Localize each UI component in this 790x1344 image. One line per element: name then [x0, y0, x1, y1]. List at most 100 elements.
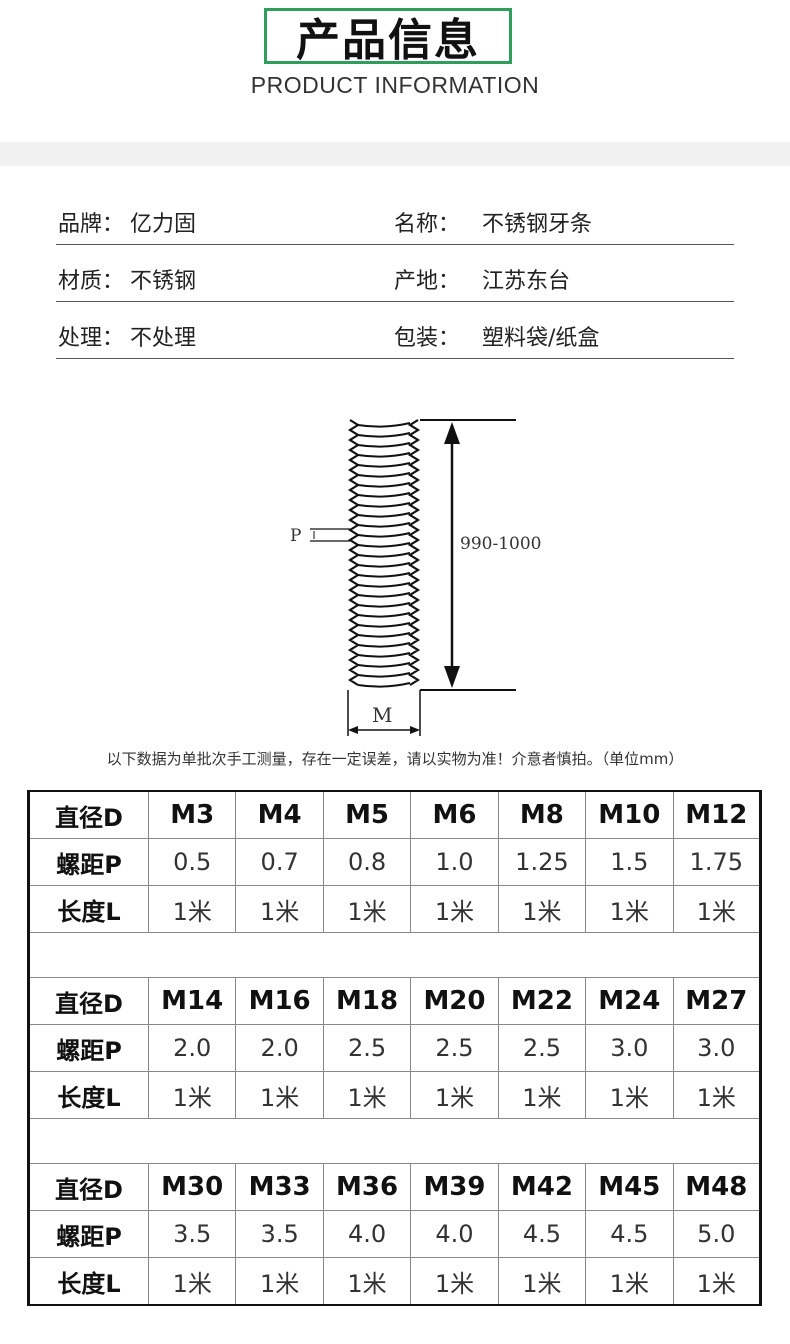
- brand-value: 亿力固: [130, 212, 197, 237]
- table-spacer-cell: [28, 1118, 761, 1164]
- row-header-length: 长度L: [28, 1071, 149, 1119]
- info-row-treatment-package: 处理：不处理 包装：塑料袋/纸盒: [56, 302, 734, 359]
- pitch-cell: 4.0: [410, 1210, 499, 1258]
- length-cell: 1米: [147, 885, 237, 933]
- length-cell: 1米: [410, 1071, 499, 1119]
- pitch-cell: 0.8: [322, 838, 412, 886]
- diameter-dimension: M: [347, 690, 421, 736]
- row-header-pitch: 螺距P: [28, 838, 149, 886]
- diameter-cell: M10: [585, 790, 674, 839]
- origin-label: 产地：: [394, 269, 461, 294]
- diameter-cell: M30: [147, 1163, 237, 1211]
- pitch-cell: 3.5: [235, 1210, 324, 1258]
- diameter-cell: M27: [672, 977, 762, 1025]
- length-cell: 1米: [147, 1257, 237, 1306]
- treatment-label: 处理：: [58, 326, 125, 351]
- package-label: 包装：: [394, 326, 461, 351]
- info-row-material-origin: 材质：不锈钢 产地：江苏东台: [56, 245, 734, 302]
- pitch-cell: 1.75: [672, 838, 762, 886]
- measurement-note: 以下数据为单批次手工测量，存在一定误差，请以实物为准！介意者慎拍。（单位mm）: [106, 750, 684, 768]
- length-cell: 1米: [322, 885, 412, 933]
- diameter-cell: M48: [672, 1163, 762, 1211]
- length-cell: 1米: [147, 1071, 237, 1119]
- pitch-cell: 2.0: [147, 1024, 237, 1072]
- name-value: 不锈钢牙条: [482, 212, 593, 237]
- rod-thread-line: [357, 522, 411, 528]
- pitch-cell: 0.7: [235, 838, 324, 886]
- rod-thread-line: [357, 532, 411, 538]
- info-brand: 品牌：亿力固: [58, 206, 196, 238]
- length-cell: 1米: [672, 885, 762, 933]
- diameter-cell: M42: [497, 1163, 587, 1211]
- rod-thread-line: [357, 672, 411, 678]
- row-header-length: 长度L: [28, 1257, 149, 1306]
- length-cell: 1米: [497, 885, 587, 933]
- rod-thread-line: [357, 462, 411, 468]
- length-cell: 1米: [585, 885, 674, 933]
- pitch-cell: 3.5: [147, 1210, 237, 1258]
- material-label: 材质：: [58, 269, 125, 294]
- pitch-cell: 2.5: [322, 1024, 412, 1072]
- row-header-pitch: 螺距P: [28, 1210, 149, 1258]
- diameter-cell: M12: [672, 790, 762, 839]
- header: 产品信息 PRODUCT INFORMATION: [0, 0, 790, 140]
- rod-right-thread: [407, 419, 421, 686]
- diameter-cell: M36: [322, 1163, 412, 1211]
- diameter-cell: M3: [147, 790, 237, 839]
- length-cell: 1米: [672, 1071, 762, 1119]
- length-cell: 1米: [672, 1257, 762, 1306]
- diameter-cell: M18: [322, 977, 412, 1025]
- threaded-rod-drawing: [347, 419, 421, 688]
- diameter-cell: M24: [585, 977, 674, 1025]
- length-cell: 1米: [585, 1257, 674, 1306]
- rod-thread-line: [357, 642, 411, 648]
- length-cell: 1米: [497, 1071, 587, 1119]
- rod-thread-line: [357, 602, 411, 608]
- row-header-pitch: 螺距P: [28, 1024, 149, 1072]
- pitch-cell: 2.5: [497, 1024, 587, 1072]
- length-cell: 1米: [235, 1071, 324, 1119]
- rod-thread-line: [357, 432, 411, 438]
- pitch-cell: 1.25: [497, 838, 587, 886]
- length-cell: 1米: [235, 1257, 324, 1306]
- length-cell: 1米: [235, 885, 324, 933]
- rod-thread-line: [357, 662, 411, 668]
- pitch-dimension: P: [290, 526, 350, 546]
- diameter-cell: M8: [497, 790, 587, 839]
- length-cell: 1米: [497, 1257, 587, 1306]
- pitch-cell: 4.0: [322, 1210, 412, 1258]
- diameter-cell: M22: [497, 977, 587, 1025]
- rod-thread-line: [357, 622, 411, 628]
- rod-thread-line: [357, 482, 411, 488]
- threaded-rod-diagram: 990-1000 P M: [290, 419, 541, 736]
- diameter-cell: M14: [147, 977, 237, 1025]
- diameter-cell: M5: [322, 790, 412, 839]
- diameter-cell: M39: [410, 1163, 499, 1211]
- pitch-cell: 1.0: [410, 838, 499, 886]
- rod-thread-line: [357, 632, 411, 638]
- rod-thread-line: [357, 682, 411, 688]
- diameter-label: M: [372, 703, 392, 727]
- rod-thread-line: [357, 652, 411, 658]
- name-label: 名称：: [394, 212, 461, 237]
- page-subtitle: PRODUCT INFORMATION: [250, 72, 540, 98]
- package-value: 塑料袋/纸盒: [482, 326, 600, 351]
- length-dimension: 990-1000: [420, 419, 541, 691]
- pitch-cell: 5.0: [672, 1210, 762, 1258]
- row-header-diameter: 直径D: [28, 977, 149, 1025]
- diameter-cell: M20: [410, 977, 499, 1025]
- rod-thread-line: [357, 442, 411, 448]
- rod-thread-line: [357, 452, 411, 458]
- pitch-cell: 1.5: [585, 838, 674, 886]
- rod-thread-line: [357, 552, 411, 558]
- diameter-cell: M6: [410, 790, 499, 839]
